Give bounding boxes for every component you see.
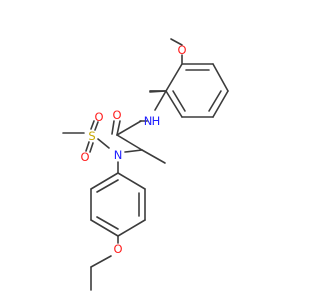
bond-methyl-o [170, 38, 183, 46]
atom-n-amide: N [144, 114, 153, 128]
background [0, 0, 300, 300]
atom-o-methoxy: O [177, 43, 186, 57]
bond-s-o-top-2 [94, 121, 99, 131]
bond-ring2-b-bl-inner [96, 216, 119, 230]
atom-o-sulfonyl-top: O [94, 110, 103, 124]
bond-s-o-bottom-1 [85, 141, 90, 152]
bond-ring2-tl-t-inner [96, 179, 119, 193]
bond-ring2-br-b [117, 219, 146, 237]
bond-ring2-tl-t [90, 172, 119, 190]
atom-s-sulfonyl: S [88, 129, 95, 143]
bond-ring1-c3c4 [212, 63, 229, 92]
atom-o-carbonyl: O [112, 108, 121, 122]
bond-c-o-carbonyl-2 [111, 120, 115, 135]
bond-ring1-c4c5 [212, 90, 229, 118]
bond-alpha-n [124, 149, 143, 153]
bond-alpha-methyl [141, 149, 166, 164]
bond-ring2-t-tr [117, 172, 146, 190]
bond-ring1-c1c2 [165, 63, 183, 92]
bond-ring2-b-bl [90, 219, 119, 237]
atom-h-amide: H [152, 114, 161, 128]
bond-ring1-c6c1-inner [172, 90, 186, 112]
bond-s-n [97, 138, 110, 149]
atom-o-ethoxy: O [113, 242, 122, 256]
bond-s-o-bottom-2 [89, 142, 94, 153]
bond-ring1-c6c1 [165, 90, 183, 118]
bond-s-o-top-1 [90, 120, 95, 130]
bond-carbonyl-n [116, 120, 142, 136]
bond-carbonyl-alpha [116, 134, 143, 151]
molecule-structure-diagram: O N H O S O O N O [0, 0, 300, 300]
bond-ch2-n [154, 90, 167, 111]
bond-ring-ch2 [149, 90, 167, 93]
bond-ring1-c4c5-inner [208, 90, 222, 112]
atom-label-layer: O N H O S O O N O [80, 43, 186, 256]
atom-n-sulfonamide: N [114, 148, 123, 162]
bond-o-ethyl [90, 255, 112, 268]
bond-c-o-carbonyl-1 [116, 120, 121, 136]
atom-o-sulfonyl-bottom: O [80, 150, 89, 164]
bond-layer [62, 38, 229, 291]
